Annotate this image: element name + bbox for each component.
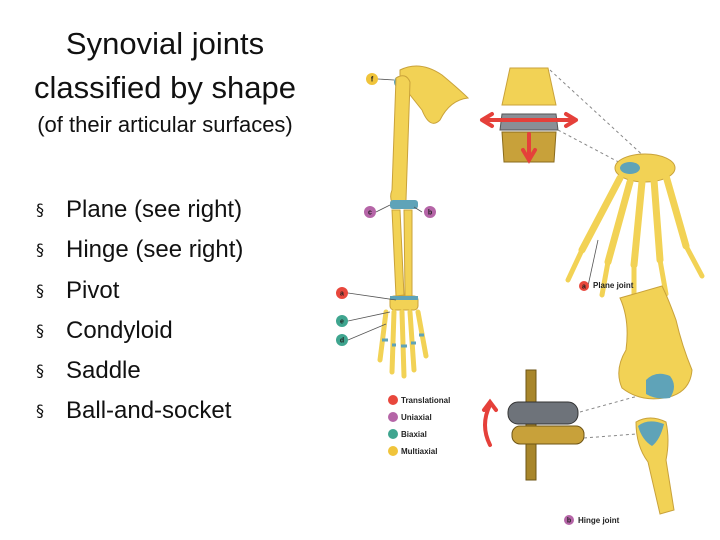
list-item-label: Saddle bbox=[66, 357, 141, 385]
hinge-joint-letter: b bbox=[567, 518, 571, 525]
list-item-label: Hinge (see right) bbox=[66, 236, 244, 264]
marker-f-letter: f bbox=[371, 77, 374, 84]
marker-c: c bbox=[364, 206, 376, 218]
plane-joint-label: Plane joint bbox=[593, 281, 634, 290]
plane-vertical-arrow bbox=[521, 132, 537, 164]
ulna-trochlear-notch bbox=[638, 421, 664, 446]
plane-joint-model bbox=[480, 67, 649, 169]
marker-f: f bbox=[366, 73, 378, 85]
plane-joint-letter: a bbox=[582, 284, 586, 291]
bullet-marker: § bbox=[36, 401, 44, 421]
bullet-marker: § bbox=[36, 320, 44, 340]
slide-subtitle: (of their articular surfaces) bbox=[37, 112, 293, 137]
marker-e: e bbox=[336, 315, 348, 327]
scapula bbox=[399, 65, 470, 124]
hinge-joint-caption: b Hinge joint bbox=[564, 515, 620, 525]
bullet-marker: § bbox=[36, 280, 44, 300]
marker-d-letter: d bbox=[340, 338, 344, 345]
legend-label-uniaxial: Uniaxial bbox=[401, 413, 432, 422]
list-item: § Plane (see right) bbox=[36, 190, 243, 230]
legend-label-biaxial: Biaxial bbox=[401, 430, 427, 439]
phalange-bones bbox=[565, 243, 705, 303]
hinge-gray-cylinder bbox=[507, 401, 579, 425]
list-item-label: Plane (see right) bbox=[66, 196, 243, 223]
hinge-rotation-arrow bbox=[482, 398, 498, 447]
bullet-marker: § bbox=[36, 200, 44, 219]
humerus-trochlea bbox=[646, 373, 674, 399]
hinge-gold-cylinder bbox=[511, 425, 585, 445]
legend-swatch-translational bbox=[388, 395, 398, 405]
list-item-label: Condyloid bbox=[66, 316, 173, 344]
radius bbox=[403, 209, 413, 297]
legend-swatch-uniaxial bbox=[388, 412, 398, 422]
synovial-joint-figure: f c b a e d a Plane joint Translational … bbox=[336, 65, 705, 525]
plane-upper-block bbox=[501, 67, 557, 106]
marker-a-letter: a bbox=[340, 291, 344, 298]
list-item: § Pivot bbox=[36, 271, 243, 311]
list-item: § Ball-and-socket bbox=[36, 391, 243, 431]
bullet-marker: § bbox=[36, 361, 44, 381]
hinge-joint-model bbox=[482, 369, 639, 481]
marker-a: a bbox=[336, 287, 348, 299]
elbow-bone-illustration bbox=[618, 285, 693, 515]
plane-joint-highlight bbox=[620, 162, 640, 174]
list-item-label: Pivot bbox=[66, 276, 120, 304]
hinge-vertical-rod bbox=[525, 369, 537, 481]
plane-translation-arrow bbox=[480, 112, 578, 128]
finger-joints bbox=[382, 333, 424, 348]
legend-label-translational: Translational bbox=[401, 396, 450, 405]
slide-title: Synovial joints classified by shape bbox=[34, 26, 296, 105]
list-item: § Condyloid bbox=[36, 311, 243, 351]
ulna bbox=[391, 209, 405, 297]
marker-c-letter: c bbox=[368, 210, 372, 217]
metacarpal-bones bbox=[578, 172, 690, 269]
hand-leader-line bbox=[587, 239, 599, 287]
humerus bbox=[390, 75, 411, 209]
list-item: § Saddle bbox=[36, 351, 243, 391]
marker-d: d bbox=[336, 334, 348, 346]
hinge-dashed-guides bbox=[579, 395, 639, 439]
marker-b-letter: b bbox=[428, 210, 432, 217]
wrist-cartilage bbox=[390, 296, 418, 300]
marker-b: b bbox=[424, 206, 436, 218]
joint-type-list: § Plane (see right) § Hinge (see right) § P… bbox=[36, 190, 243, 432]
marker-leader-lines bbox=[347, 78, 423, 341]
legend-swatch-multiaxial bbox=[388, 446, 398, 456]
hinge-joint-label: Hinge joint bbox=[578, 516, 620, 525]
motion-legend: Translational Uniaxial Biaxial Multiaxia… bbox=[388, 395, 450, 456]
legend-label-multiaxial: Multiaxial bbox=[401, 447, 437, 456]
list-item-label: Ball-and-socket bbox=[66, 397, 232, 425]
legend-swatch-biaxial bbox=[388, 429, 398, 439]
hand-skeleton-illustration bbox=[565, 153, 705, 303]
elbow-cartilage bbox=[390, 200, 418, 209]
arm-skeleton-illustration bbox=[347, 65, 470, 379]
list-item: § Hinge (see right) bbox=[36, 230, 243, 270]
plane-joint-caption: a Plane joint bbox=[579, 281, 634, 291]
bullet-marker: § bbox=[36, 240, 44, 260]
marker-e-letter: e bbox=[340, 319, 344, 326]
hand-fingers bbox=[377, 309, 429, 379]
ulna-proximal-end bbox=[635, 417, 675, 515]
